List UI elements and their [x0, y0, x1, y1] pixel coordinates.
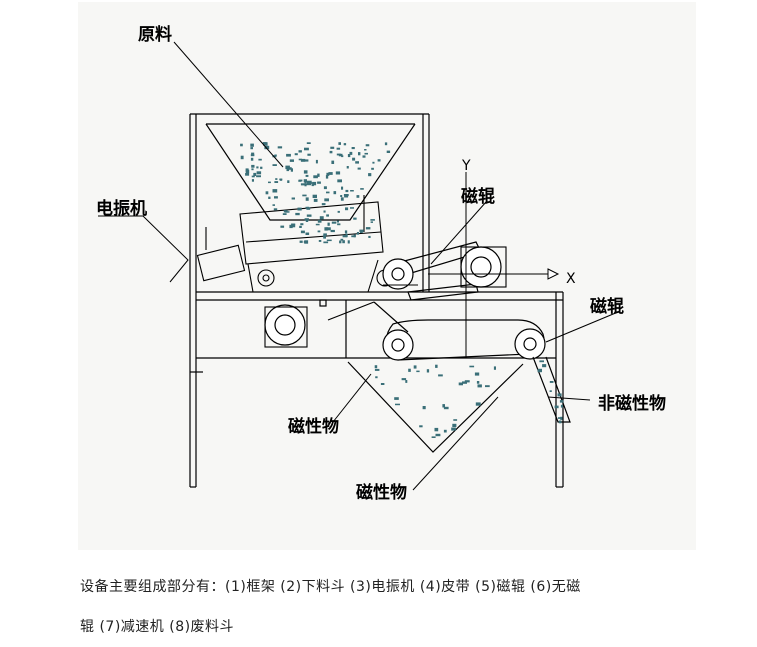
caption-line-2: 辊 (7)减速机 (8)废料斗 — [80, 619, 235, 635]
feed-hopper — [205, 123, 416, 221]
rollers — [264, 246, 546, 361]
axes — [428, 172, 560, 358]
label-non-magnetic: 非磁性物 — [598, 393, 666, 414]
figure-panel: Y X 原料 电振机 磁辊 磁辊 非磁性物 磁性物 磁性物 — [78, 2, 696, 550]
label-magnetic-roller-right: 磁辊 — [590, 296, 624, 317]
label-magnetic-left: 磁性物 — [288, 416, 339, 437]
label-magnetic-roller-top: 磁辊 — [461, 186, 495, 207]
discharge-hoppers — [347, 356, 571, 453]
label-raw-material: 原料 — [138, 24, 172, 45]
reducer-blocks — [264, 246, 507, 348]
material-particles — [240, 142, 564, 438]
caption: 设备主要组成部分有：(1)框架 (2)下料斗 (3)电振机 (4)皮带 (5)磁… — [80, 567, 720, 647]
label-magnetic-bottom: 磁性物 — [356, 482, 407, 503]
caption-line-1: 设备主要组成部分有：(1)框架 (2)下料斗 (3)电振机 (4)皮带 (5)磁… — [80, 579, 581, 595]
axis-y-label: Y — [461, 158, 471, 174]
leader-lines — [98, 41, 619, 491]
belt-assembly — [327, 241, 545, 361]
label-vibrator: 电振机 — [96, 198, 147, 219]
axis-x-label: X — [566, 271, 576, 287]
separator-diagram: Y X 原料 电振机 磁辊 磁辊 非磁性物 磁性物 磁性物 — [96, 24, 666, 503]
vibrating-feeder — [196, 195, 394, 293]
